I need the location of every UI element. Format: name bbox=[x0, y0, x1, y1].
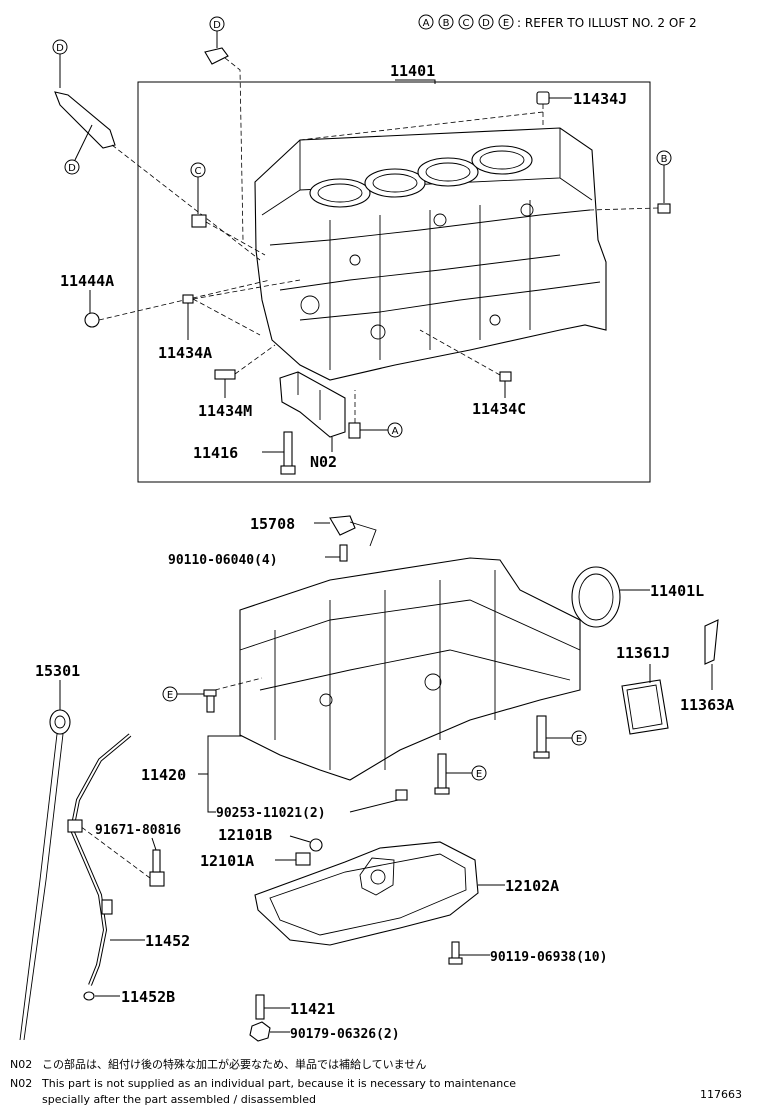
label-11434m[interactable]: 11434M bbox=[198, 402, 252, 420]
note-jp: この部品は、組付け後の特殊な加工が必要なため、単品では補給していません bbox=[42, 1057, 426, 1071]
note-code-en: N02 bbox=[10, 1077, 32, 1090]
plug-c[interactable]: C bbox=[190, 162, 207, 228]
callout-d-lower: D bbox=[64, 124, 93, 175]
label-91671[interactable]: 91671-80816 bbox=[95, 823, 181, 838]
bolt-11416[interactable] bbox=[262, 431, 296, 475]
callout-a: A bbox=[392, 426, 399, 437]
cylinder-block bbox=[254, 127, 607, 381]
bolt-91671[interactable] bbox=[149, 837, 165, 887]
label-12102a[interactable]: 12102A bbox=[505, 877, 559, 895]
dipstick-15301[interactable] bbox=[19, 680, 71, 1041]
label-12101a[interactable]: 12101A bbox=[200, 852, 254, 870]
footer-notes: N02 この部品は、組付け後の特殊な加工が必要なため、単品では補給していません … bbox=[10, 1057, 742, 1106]
bolt-90110[interactable] bbox=[325, 544, 348, 562]
gasket-12101b[interactable] bbox=[289, 835, 323, 852]
seal-11401l[interactable] bbox=[571, 566, 650, 628]
pin-b[interactable]: B bbox=[656, 150, 672, 214]
label-90119[interactable]: 90119-06938(10) bbox=[490, 950, 607, 965]
crankcase-11420[interactable] bbox=[239, 557, 581, 781]
pin-11434c[interactable] bbox=[499, 371, 512, 398]
label-11401[interactable]: 11401 bbox=[390, 62, 435, 80]
dowel-a[interactable]: A bbox=[348, 422, 403, 439]
label-11363a[interactable]: 11363A bbox=[680, 696, 734, 714]
bolt-90119[interactable] bbox=[448, 941, 490, 965]
bolt-e-left[interactable]: E bbox=[162, 686, 217, 713]
dowel-90253[interactable] bbox=[395, 789, 408, 801]
label-11434a[interactable]: 11434A bbox=[158, 344, 212, 362]
pin-11434m[interactable] bbox=[214, 369, 236, 398]
bearing-cap-n02[interactable] bbox=[279, 371, 346, 438]
label-11434j[interactable]: 11434J bbox=[573, 90, 627, 108]
oil-pump-part-15708[interactable] bbox=[314, 515, 377, 547]
label-11416[interactable]: 11416 bbox=[193, 444, 238, 462]
label-15301[interactable]: 15301 bbox=[35, 662, 80, 680]
svg-text:D: D bbox=[68, 163, 76, 174]
note-en-2: specially after the part assembled / dis… bbox=[42, 1093, 316, 1106]
o-ring-11452b[interactable] bbox=[83, 991, 120, 1001]
oil-pan-12102a[interactable] bbox=[254, 841, 505, 946]
sensor-d-left[interactable]: D bbox=[52, 39, 116, 149]
callout-e-mid: E bbox=[476, 769, 482, 780]
legend-circle-d: D bbox=[482, 18, 490, 29]
label-11434c[interactable]: 11434C bbox=[472, 400, 526, 418]
label-11401l[interactable]: 11401L bbox=[650, 582, 704, 600]
callout-d-top: D bbox=[213, 20, 221, 31]
o-ring-11444a[interactable] bbox=[84, 312, 100, 328]
note-code-jp: N02 bbox=[10, 1058, 32, 1071]
sensor-d-top[interactable]: D bbox=[204, 16, 229, 65]
label-90179[interactable]: 90179-06326(2) bbox=[290, 1027, 400, 1042]
legend-circle-b: B bbox=[443, 18, 450, 29]
illustration-number: 117663 bbox=[700, 1088, 742, 1101]
header-legend: A B C D E : REFER TO ILLUST NO. 2 OF 2 bbox=[418, 14, 697, 30]
callout-e-left: E bbox=[167, 690, 173, 701]
legend-text: : REFER TO ILLUST NO. 2 OF 2 bbox=[517, 16, 697, 30]
note-en-1: This part is not supplied as an individu… bbox=[41, 1077, 516, 1090]
cylinder-block-frame bbox=[137, 81, 651, 483]
bolt-e-right[interactable]: E bbox=[533, 715, 587, 759]
label-90110[interactable]: 90110-06040(4) bbox=[168, 553, 278, 568]
bolt-e-mid[interactable]: E bbox=[434, 753, 487, 795]
label-15708[interactable]: 15708 bbox=[250, 515, 295, 533]
nut-90179[interactable] bbox=[249, 1021, 290, 1042]
pin-11434a[interactable] bbox=[182, 294, 194, 340]
label-11452[interactable]: 11452 bbox=[145, 932, 190, 950]
stud-11421[interactable] bbox=[255, 994, 290, 1020]
callout-c: C bbox=[195, 166, 202, 177]
label-11444a[interactable]: 11444A bbox=[60, 272, 114, 290]
legend-circle-e: E bbox=[503, 18, 509, 29]
label-90253[interactable]: 90253-11021(2) bbox=[216, 806, 326, 821]
legend-circle-c: C bbox=[463, 18, 470, 29]
callout-d-left: D bbox=[56, 43, 64, 54]
plug-12101a[interactable] bbox=[275, 852, 311, 866]
label-n02[interactable]: N02 bbox=[310, 453, 337, 471]
legend-circle-a: A bbox=[423, 18, 430, 29]
guide-11452[interactable] bbox=[67, 733, 145, 986]
label-12101b[interactable]: 12101B bbox=[218, 826, 272, 844]
label-11452b[interactable]: 11452B bbox=[121, 988, 175, 1006]
callout-b: B bbox=[661, 154, 668, 165]
label-11361j[interactable]: 11361J bbox=[616, 644, 670, 662]
plug-11434j[interactable] bbox=[536, 91, 572, 105]
gasket-11363a[interactable] bbox=[704, 619, 719, 690]
callout-e-right: E bbox=[576, 734, 582, 745]
cover-11361j[interactable] bbox=[621, 664, 669, 735]
label-11420[interactable]: 11420 bbox=[141, 766, 186, 784]
label-11421[interactable]: 11421 bbox=[290, 1000, 335, 1018]
